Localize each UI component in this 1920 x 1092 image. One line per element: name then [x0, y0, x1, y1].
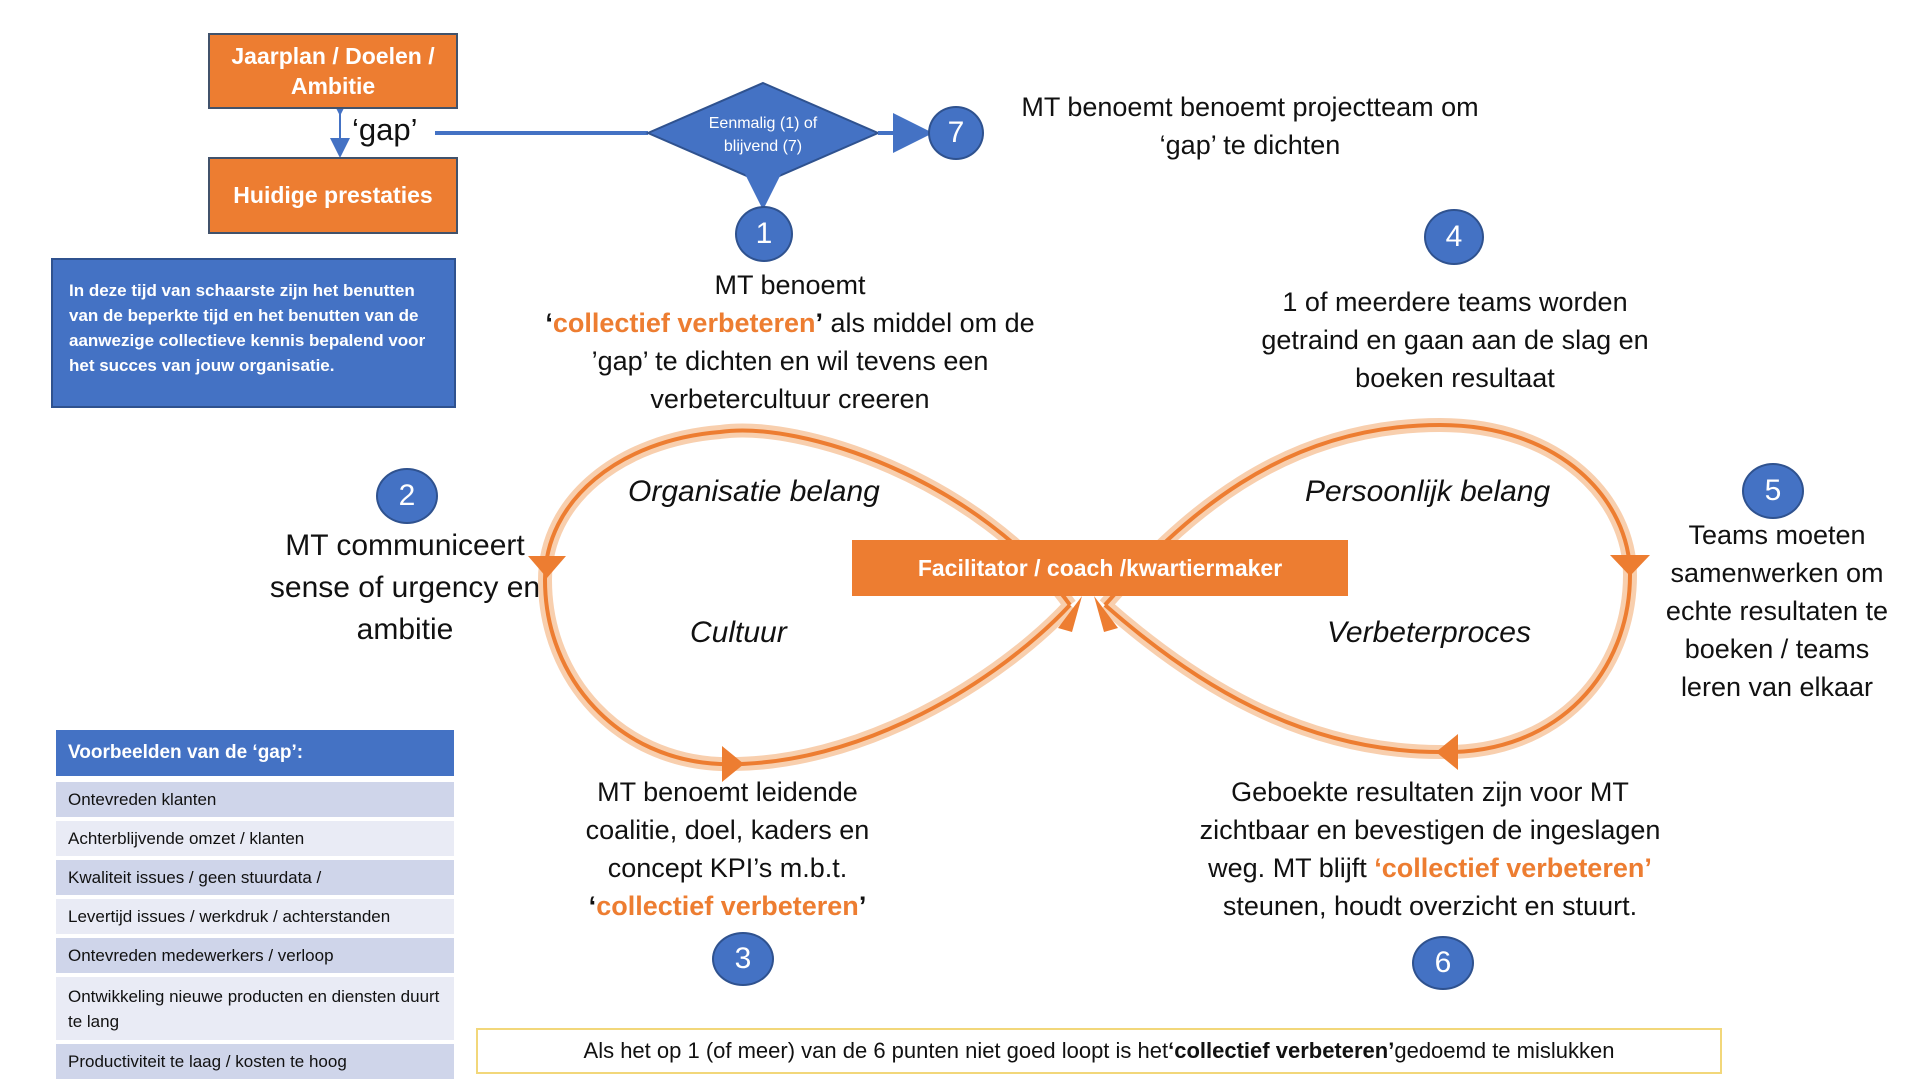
step-6-text: Geboekte resultaten zijn voor MT zichtba…: [1175, 773, 1685, 925]
info-box: In deze tijd van schaarste zijn het benu…: [51, 258, 456, 408]
facilitator-label: Facilitator / coach /kwartiermaker: [917, 554, 1283, 581]
loop-arrow-center-right: [1094, 596, 1118, 632]
current-performance-label: Huidige prestaties: [233, 182, 433, 208]
step-7-badge: 7: [928, 106, 984, 160]
step-2-number: 2: [398, 479, 416, 512]
gap-label: ‘gap’: [352, 112, 418, 147]
step-6-after: steunen, houdt overzicht en stuurt.: [1222, 891, 1638, 921]
step-3-text: MT benoemt leidende coalitie, doel, kade…: [555, 773, 900, 925]
step-4-number: 4: [1445, 220, 1463, 253]
step-1-highlight: collectief verbeteren: [552, 308, 816, 338]
loop-arrow-center-left: [1058, 596, 1082, 632]
gap-example-row: Productiviteit te laag / kosten te hoog: [56, 1044, 454, 1079]
gap-example-row: Ontevreden medewerkers / verloop: [56, 938, 454, 973]
gap-example-row: Levertijd issues / werkdruk / achterstan…: [56, 899, 454, 934]
step-3-badge: 3: [712, 932, 774, 986]
decision-line-1: Eenmalig (1) of: [708, 115, 818, 132]
label-organisatie-belang: Organisatie belang: [628, 475, 880, 508]
label-cultuur: Cultuur: [690, 616, 787, 649]
footer-bold: ‘collectief verbeteren’: [1168, 1038, 1395, 1063]
label-persoonlijk-belang: Persoonlijk belang: [1305, 475, 1551, 508]
gap-example-row: Ontwikkeling nieuwe producten en dienste…: [56, 977, 454, 1040]
footer-after: gedoemd te mislukken: [1394, 1038, 1615, 1063]
step-7-number: 7: [947, 116, 965, 149]
gap-examples-header: Voorbeelden van de ‘gap’:: [56, 730, 454, 776]
step-2-badge: 2: [376, 468, 438, 524]
step-5-number: 5: [1764, 474, 1782, 507]
loop-arrow-bottom-left: [1436, 734, 1458, 770]
goals-box: Jaarplan / Doelen / Ambitie: [208, 33, 458, 109]
goals-label: Jaarplan / Doelen / Ambitie: [231, 43, 435, 99]
step-6-badge: 6: [1412, 936, 1474, 990]
step-1-rest: als middel om de ’gap’ te dichten en wil…: [591, 308, 1035, 414]
step-6-before: Geboekte resultaten zijn voor MT zichtba…: [1199, 777, 1661, 883]
step-5-text: Teams moeten samenwerken om echte result…: [1665, 520, 1889, 702]
step-3-highlight: collectief verbeteren: [596, 891, 859, 921]
step-1-badge: 1: [735, 206, 793, 262]
gap-example-row: Ontevreden klanten: [56, 782, 454, 817]
step-7-text: MT benoemt benoemt projectteam om ‘gap’ …: [1021, 92, 1479, 160]
quote-close: ’: [858, 891, 867, 921]
step-6-highlight: ‘collectief verbeteren’: [1374, 853, 1652, 883]
gap-examples-table: Voorbeelden van de ‘gap’: Ontevreden kla…: [56, 730, 454, 1083]
step-2-text: MT communiceert sense of urgency en ambi…: [269, 529, 541, 646]
quote-close: ’: [815, 308, 824, 338]
facilitator-bar: Facilitator / coach /kwartiermaker: [852, 540, 1348, 596]
step-1-line-1: MT benoemt: [714, 270, 866, 300]
step-4-text: 1 of meerdere teams worden getraind en g…: [1261, 287, 1649, 393]
footer-note: Als het op 1 (of meer) van de 6 punten n…: [476, 1028, 1722, 1074]
step-5-badge: 5: [1742, 463, 1804, 519]
footer-before: Als het op 1 (of meer) van de 6 punten n…: [583, 1038, 1169, 1063]
loop-arrow-bottom-right: [722, 746, 744, 782]
label-verbeterproces: Verbeterproces: [1327, 616, 1531, 649]
loop-left: [542, 428, 1072, 767]
decision-text: Eenmalig (1) of blijvend (7): [663, 112, 863, 158]
gap-example-row: Achterblijvende omzet / klanten: [56, 821, 454, 856]
gap-example-row: Kwaliteit issues / geen stuurdata /: [56, 860, 454, 895]
step-4-badge: 4: [1424, 209, 1484, 265]
step-3-body: MT benoemt leidende coalitie, doel, kade…: [585, 777, 870, 883]
current-performance-box: Huidige prestaties: [208, 157, 458, 234]
step-1-text: MT benoemt ‘collectief verbeteren’ als m…: [540, 266, 1040, 418]
step-1-number: 1: [755, 217, 773, 250]
step-6-number: 6: [1434, 946, 1452, 979]
step-3-number: 3: [734, 942, 752, 975]
quote-open: ‘: [588, 891, 597, 921]
loop-arrow-right-down: [1610, 555, 1650, 576]
loop-arrow-left-down: [528, 556, 566, 578]
quote-open: ‘: [545, 308, 553, 338]
decision-line-2: blijvend (7): [723, 138, 803, 155]
